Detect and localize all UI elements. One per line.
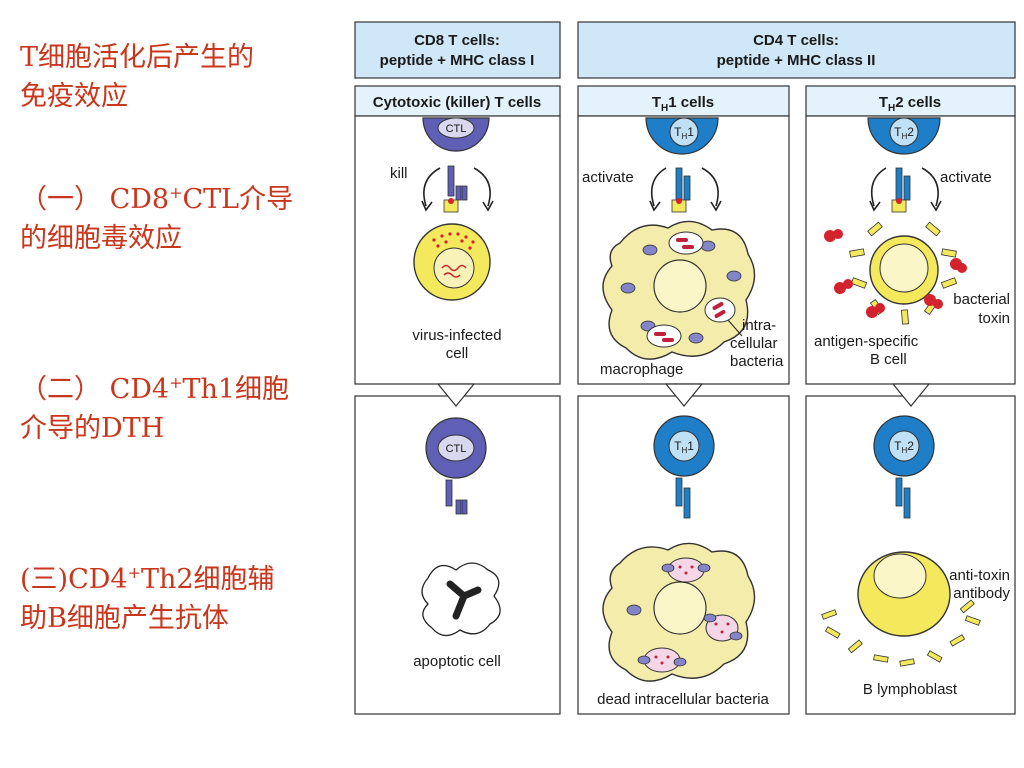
cell-label: cell: [446, 345, 469, 362]
cd4-header-line2: peptide + MHC class II: [717, 52, 876, 69]
dead-bacteria-label: dead intracellular bacteria: [597, 691, 769, 708]
th2-cell-lower: TH2: [873, 415, 935, 519]
cellular-label: cellular: [730, 335, 778, 352]
svg-text:TH1: TH1: [674, 125, 694, 141]
bacterial-toxin-molecules: [824, 229, 967, 318]
anti-toxin-label: anti-toxin: [949, 567, 1010, 584]
svg-text:TH1: TH1: [674, 439, 694, 455]
t-cell-effector-diagram: CD8 T cells: peptide + MHC class I CD4 T…: [354, 21, 1016, 715]
anti-toxin-antibodies: [821, 599, 981, 667]
apoptotic-cell: [421, 562, 501, 637]
cytotoxic-header-box: [354, 85, 561, 117]
toxin-label: toxin: [978, 310, 1010, 327]
note-cd8-ctl: （一） CD8+CTL介导 的细胞毒效应: [20, 183, 294, 254]
cd8-header-box: [354, 21, 561, 79]
svg-text:CTL: CTL: [446, 443, 467, 455]
cd8-header-line1: CD8 T cells:: [414, 32, 500, 49]
b-lymphoblast-label: B lymphoblast: [863, 681, 958, 698]
th1-header: TH1 cells: [652, 94, 714, 114]
macrophage: [602, 220, 756, 360]
antigen-specific-b-cell: [849, 221, 958, 325]
cd4-header-line1: CD4 T cells:: [753, 32, 839, 49]
note-title: T细胞活化后产生的 免疫效应: [20, 42, 255, 112]
svg-text:TH2: TH2: [894, 125, 914, 141]
th1-cell-lower: TH1: [653, 415, 715, 519]
kill-arrow-left: [423, 167, 441, 207]
activate-arrow-th2-right: [921, 167, 939, 207]
activate-arrow-th2-left: [870, 167, 887, 207]
th2-header-box: [805, 85, 1016, 117]
note-cd4-th2: (三)CD4+Th2细胞辅 助B细胞产生抗体: [20, 563, 275, 634]
ctl-cell-upper: CTL: [422, 117, 490, 213]
cytotoxic-header: Cytotoxic (killer) T cells: [373, 94, 541, 111]
b-cell-label: B cell: [870, 351, 907, 368]
macrophage-with-dead-bacteria: [602, 542, 756, 682]
cd8-header-line2: peptide + MHC class I: [380, 52, 535, 69]
ctl-cell-lower: CTL: [425, 417, 487, 515]
bacteria-label: bacteria: [730, 353, 784, 370]
note-cd4-th1: （二） CD4+Th1细胞 介导的DTH: [20, 373, 290, 444]
th2-transition-arrow: [891, 383, 931, 407]
th2-cell-upper: TH2: [867, 117, 941, 213]
bacterial-label: bacterial: [953, 291, 1010, 308]
cd4-header-box: [577, 21, 1016, 79]
activate-arrow-th1-right: [701, 167, 719, 207]
svg-text:CTL: CTL: [446, 123, 467, 135]
activate-label-th2: activate: [940, 169, 992, 186]
antigen-specific-label: antigen-specific: [814, 333, 919, 350]
macrophage-label: macrophage: [600, 361, 683, 378]
th2-header: TH2 cells: [879, 94, 941, 114]
kill-label: kill: [390, 165, 408, 182]
intra-label: intra-: [742, 317, 776, 334]
ctl-transition-arrow: [436, 383, 476, 407]
th1-transition-arrow: [664, 383, 704, 407]
apoptotic-label: apoptotic cell: [413, 653, 501, 670]
virus-infected-cell: [413, 223, 491, 301]
activate-label-th1: activate: [582, 169, 634, 186]
svg-text:TH2: TH2: [894, 439, 914, 455]
th1-cell-upper: TH1: [645, 117, 719, 213]
th1-header-box: [577, 85, 790, 117]
notes-panel: T细胞活化后产生的 免疫效应 （一） CD8+CTL介导 的细胞毒效应 （二） …: [20, 0, 340, 768]
b-lymphoblast: [857, 551, 951, 637]
activate-arrow-th1-left: [650, 167, 667, 207]
virus-infected-label: virus-infected: [412, 327, 501, 344]
antibody-label: antibody: [953, 585, 1010, 602]
kill-arrow-right: [473, 167, 491, 207]
